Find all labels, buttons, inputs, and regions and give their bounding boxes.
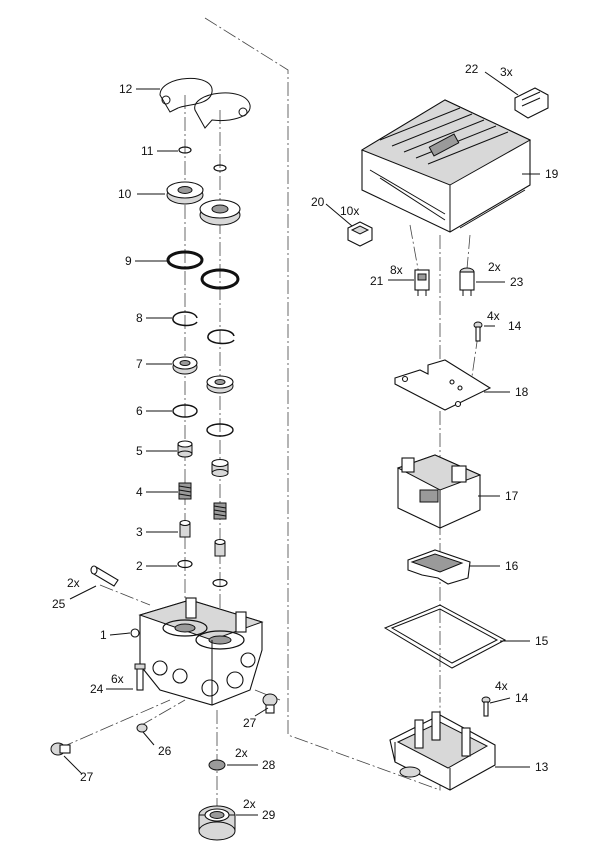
- callout-5: 5: [136, 444, 143, 458]
- callout-15: 15: [535, 634, 549, 648]
- callout-25: 25: [52, 597, 66, 611]
- part-16-bracket: [407, 549, 471, 585]
- part-13-lower-housing: [389, 711, 496, 791]
- callout-28: 28: [262, 758, 276, 772]
- part-20-clip: [347, 221, 373, 247]
- part-5-collar: [177, 440, 229, 477]
- callout-23-qty: 2x: [488, 260, 501, 274]
- callout-19: 19: [545, 167, 559, 181]
- callout-3: 3: [136, 525, 143, 539]
- part-2-o-ring: [177, 559, 228, 588]
- part-19-control-module: [360, 99, 532, 233]
- callout-29: 29: [262, 808, 276, 822]
- callout-10: 10: [118, 187, 132, 201]
- callout-14-upper-qty: 4x: [487, 309, 500, 323]
- callout-27-left: 27: [80, 770, 94, 784]
- callout-12: 12: [119, 82, 133, 96]
- part-11-o-ring: [178, 146, 227, 172]
- part-15-frame-gasket: [383, 604, 507, 669]
- callout-14-lower-qty: 4x: [495, 679, 508, 693]
- callout-14-upper: 14: [508, 319, 522, 333]
- part-24-screw: [134, 663, 146, 691]
- part-14-screw-upper: [473, 321, 483, 342]
- part-21-connector: [414, 269, 430, 296]
- part-25-pin: [90, 565, 119, 587]
- part-27-plug: [50, 693, 278, 756]
- part-1-housing: [130, 597, 264, 706]
- part-12-gasket: [159, 78, 251, 129]
- callout-18: 18: [515, 385, 529, 399]
- part-18-plate: [394, 359, 492, 411]
- callout-labels: 12 11 10 9 8 7 6 5 4 3 2 2x 25 1 6x 24 2…: [52, 62, 559, 822]
- part-9-seal-ring: [166, 250, 240, 290]
- part-10-valve-seat: [166, 181, 241, 226]
- callout-22: 22: [465, 62, 479, 76]
- callout-8: 8: [136, 311, 143, 325]
- callout-7: 7: [136, 357, 143, 371]
- part-28-disk: [208, 759, 226, 771]
- callout-22-qty: 3x: [500, 65, 513, 79]
- callout-9: 9: [125, 254, 132, 268]
- part-8-circlip: [172, 311, 235, 345]
- callout-20-qty: 10x: [340, 204, 359, 218]
- callout-25-qty: 2x: [67, 576, 80, 590]
- part-3-plunger: [179, 519, 226, 557]
- callout-14-lower: 14: [515, 691, 529, 705]
- part-6-o-ring: [172, 404, 234, 437]
- callout-23: 23: [510, 275, 524, 289]
- callout-24: 24: [90, 682, 104, 696]
- part-23-connector: [459, 267, 475, 296]
- part-26-plug: [136, 723, 148, 733]
- part-14-screw-lower: [481, 696, 491, 717]
- callout-1: 1: [100, 628, 107, 642]
- part-22-clip: [514, 87, 549, 119]
- callout-4: 4: [136, 485, 143, 499]
- callout-21: 21: [370, 274, 384, 288]
- callout-24-qty: 6x: [111, 672, 124, 686]
- callout-27-right: 27: [243, 716, 257, 730]
- callout-6: 6: [136, 404, 143, 418]
- callout-20: 20: [311, 195, 325, 209]
- part-4-spring: [178, 482, 227, 520]
- part-29-nut: [198, 805, 236, 841]
- callout-29-qty: 2x: [243, 797, 256, 811]
- callout-13: 13: [535, 760, 549, 774]
- callout-16: 16: [505, 559, 519, 573]
- part-17-connector-carrier: [396, 454, 482, 529]
- callout-26: 26: [158, 744, 172, 758]
- callout-17: 17: [505, 489, 519, 503]
- callout-11: 11: [141, 144, 154, 158]
- part-7-bearing: [172, 356, 234, 394]
- callout-2: 2: [136, 559, 143, 573]
- callout-28-qty: 2x: [235, 746, 248, 760]
- callout-21-qty: 8x: [390, 263, 403, 277]
- leader-lines: [63, 71, 540, 816]
